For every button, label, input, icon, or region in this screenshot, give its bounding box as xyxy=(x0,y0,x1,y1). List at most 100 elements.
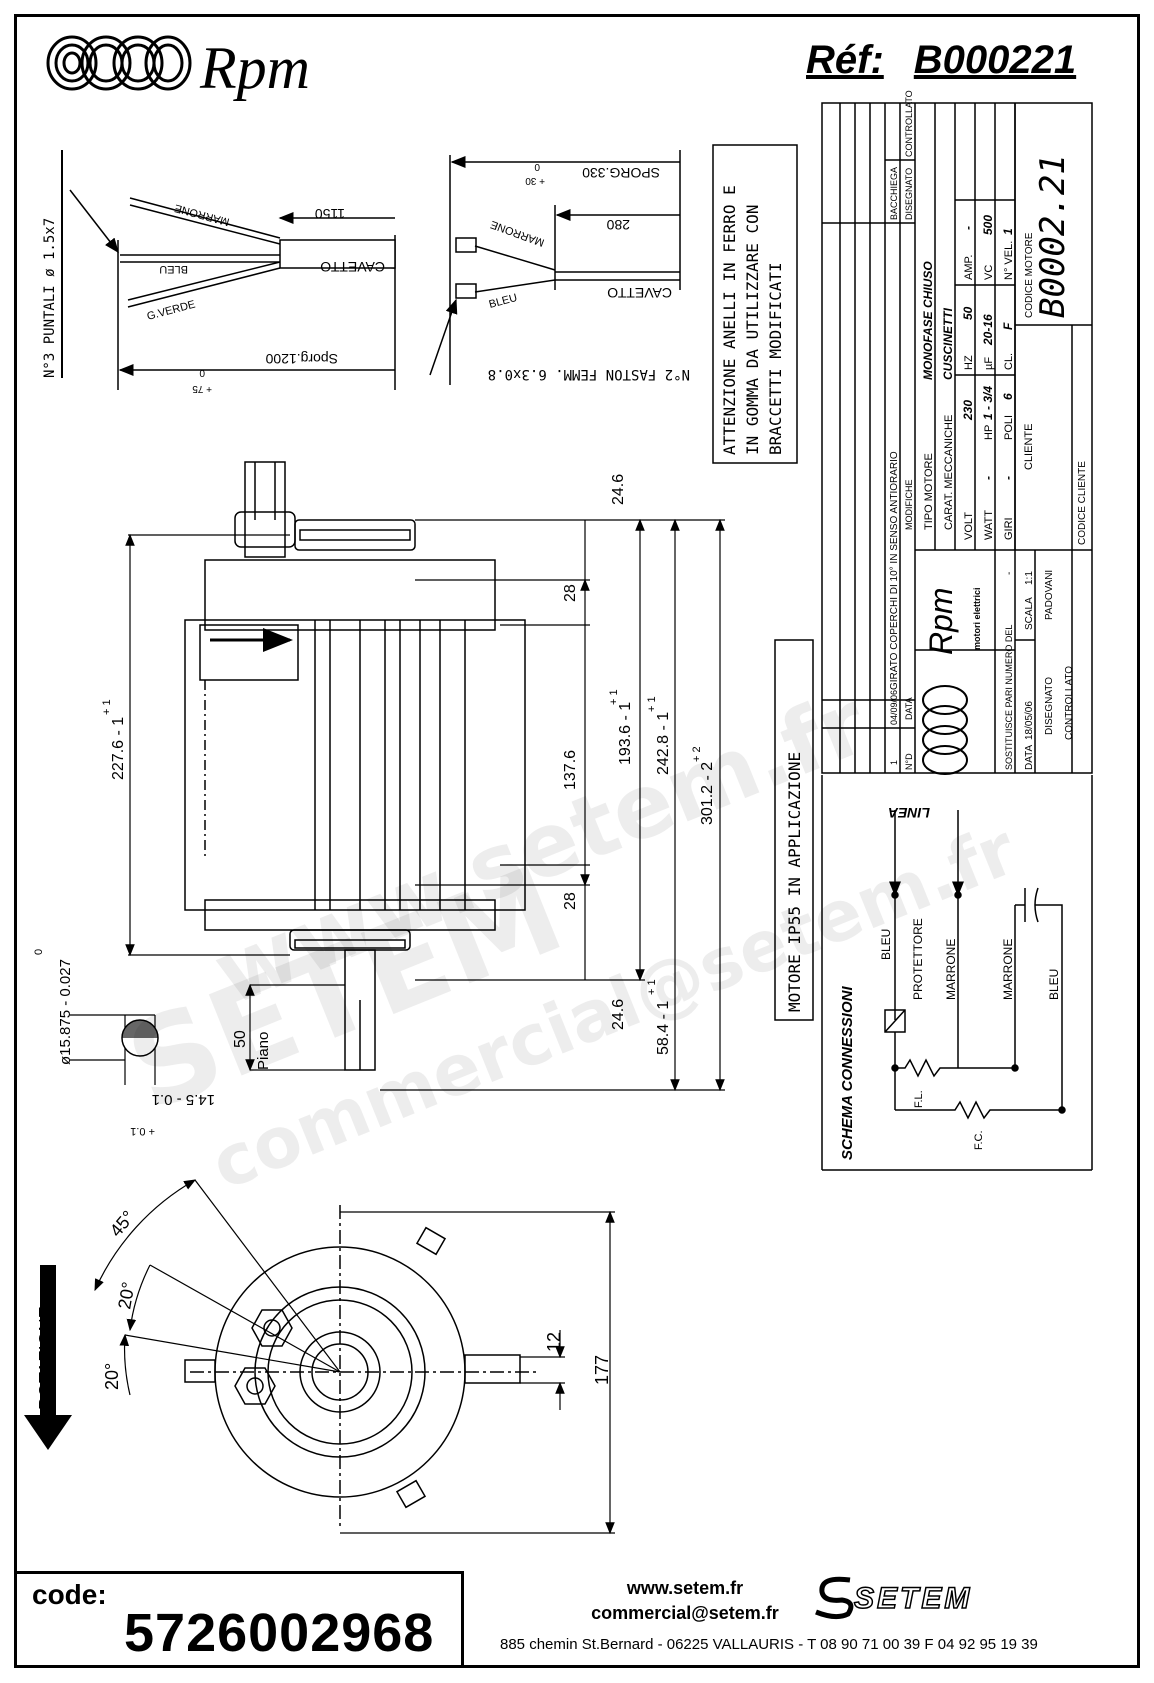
schema-protettore: PROTETTORE xyxy=(911,918,925,1000)
note-line-2: IN GOMMA DA UTILIZZARE CON xyxy=(743,205,762,455)
tb-scala-val: 1:1 xyxy=(1024,571,1035,585)
tb-nvel-val: 1 xyxy=(1001,228,1015,235)
schema-linea: LINEA xyxy=(888,805,930,821)
tb-volt-val: 230 xyxy=(961,400,975,421)
tb-carat-val: CUSCINETTI xyxy=(941,307,955,380)
left-cavetto: CAVETTO xyxy=(320,259,385,275)
schema-bleu-2: BLEU xyxy=(1047,969,1061,1000)
code-value: 5726002968 xyxy=(124,1603,435,1663)
dim-301-tol: + 2 xyxy=(691,746,703,762)
tb-controllato-label: CONTROLLATO xyxy=(1064,666,1075,740)
ref-code: B000221 xyxy=(913,38,1077,82)
dim-shaft-tol: 0 xyxy=(33,949,45,955)
tb-poli-label: POLI xyxy=(1003,415,1015,440)
cable-detail-left xyxy=(61,150,396,390)
code-box xyxy=(14,1571,464,1668)
rpm-logo-icon xyxy=(46,35,192,91)
dim-301: 301.2 - 2 xyxy=(699,762,716,825)
rotation-arrow-icon xyxy=(40,1265,56,1415)
dim-242-tol: + 1 xyxy=(646,696,658,712)
tb-rev1-n: 1 xyxy=(889,760,899,765)
tb-uf-label: µF xyxy=(983,357,995,370)
ref-label: Réf: xyxy=(806,38,884,82)
dim-137: 137.6 xyxy=(562,750,579,790)
tb-nd: N°D xyxy=(904,753,914,770)
dim-227-tol: + 1 xyxy=(101,699,113,715)
dim-flat-width: 14.5 - 0.1 xyxy=(152,1091,215,1108)
rotazione-label: ROTAZIONE xyxy=(36,1306,56,1410)
tb-hp-val: 1 - 3/4 xyxy=(981,386,995,420)
tb-company: Rpm xyxy=(923,587,959,655)
tb-poli-val: 6 xyxy=(1001,393,1015,400)
tb-data-label: DATA xyxy=(1024,744,1035,770)
schema-fc: F.C. xyxy=(973,1130,985,1150)
tb-hz-label: HZ xyxy=(963,355,975,370)
tb-tipo-val: MONOFASE CHIUSO xyxy=(921,261,935,380)
setem-logo-icon xyxy=(815,1576,854,1620)
dim-12: 12 xyxy=(544,1332,564,1352)
tb-giri-val: - xyxy=(1001,476,1015,480)
tb-disegnato-label: DISEGNATO xyxy=(1044,677,1055,735)
right-marrone: MARRONE xyxy=(489,218,546,249)
tb-amp-val: - xyxy=(961,226,975,230)
tb-company-sub: motori elettrici xyxy=(972,587,982,650)
tb-data-val: 18/05/06 xyxy=(1024,701,1035,740)
dim-28-top: 28 xyxy=(562,584,579,602)
reference: Réf: B000221 xyxy=(806,38,1076,83)
title-block xyxy=(821,102,1093,1171)
left-sporg: Sporg.1200 xyxy=(265,351,338,367)
left-sporg-tol-dn: + 75 xyxy=(192,383,212,394)
tb-rev1-desc: GIRATO COPERCHI DI 10° IN SENSO ANTIORAR… xyxy=(889,451,900,690)
tb-cl-label: CL. xyxy=(1003,353,1015,370)
brand-name: Rpm xyxy=(200,35,310,101)
tb-giri-label: GIRI xyxy=(1003,517,1015,540)
dim-piano: Piano xyxy=(255,1032,272,1070)
tb-codmot-label: CODICE MOTORE xyxy=(1024,232,1035,318)
right-cavetto: CAVETTO xyxy=(607,285,672,301)
note-box xyxy=(712,144,798,464)
dim-28-bottom: 28 xyxy=(562,892,579,910)
dim-193: 193.6 - 1 xyxy=(617,702,634,765)
dim-flat-width-tol: + 0.1 xyxy=(130,1125,155,1137)
ip-note: MOTORE IP55 IN APPLICAZIONE xyxy=(785,752,804,1012)
puntali-label: N°3 PUNTALI ø 1.5x7 xyxy=(42,218,58,378)
right-sporg-tol-up: 0 xyxy=(534,161,540,172)
dim-24-bottom: 24.6 xyxy=(610,999,627,1030)
dim-flat-50: 50 xyxy=(232,1030,249,1048)
note-line-1: ATTENZIONE ANELLI IN FERRO E xyxy=(720,185,739,455)
tb-rev1-drawn: BACCHIEGA xyxy=(889,167,899,220)
tb-amp-label: AMP. xyxy=(963,255,975,280)
angle-45: 45° xyxy=(106,1207,139,1241)
dim-shaft-diameter: ø15.875 - 0.027 xyxy=(57,959,74,1065)
ip-note-box xyxy=(774,639,814,1021)
dim-177: 177 xyxy=(592,1355,612,1385)
tb-sost-val: - xyxy=(1004,572,1015,575)
schema-marrone-2: MARRONE xyxy=(1001,939,1015,1000)
footer-email[interactable]: commercial@setem.fr xyxy=(591,1603,779,1623)
tb-cl-val: F xyxy=(1001,322,1015,330)
right-sporg: SPORG.330 xyxy=(582,165,660,181)
setem-brand: SETEM xyxy=(853,1581,973,1616)
tb-sost-label: SOSTITUISCE PARI NUMERO DEL xyxy=(1004,625,1014,770)
tb-codmot-val: B0002.21 xyxy=(1033,154,1073,318)
tb-rev1-date: 04/09/06 xyxy=(889,690,899,725)
schema-title: SCHEMA CONNESSIONI xyxy=(839,986,856,1160)
drawing-frame xyxy=(14,14,1140,1668)
tb-hz-val: 50 xyxy=(961,306,975,320)
right-bleu: BLEU xyxy=(488,292,519,311)
tb-uf-val: 20-16 xyxy=(981,314,995,346)
dim-24-top: 24.6 xyxy=(610,474,627,505)
right-len: 280 xyxy=(606,217,630,233)
left-sporg-tol-up: 0 xyxy=(199,367,205,378)
dim-58: 58.4 - 1 xyxy=(655,1001,672,1055)
tb-logo-icon xyxy=(922,685,968,775)
left-gverde: G.VERDE xyxy=(146,298,197,322)
footer-web[interactable]: www.setem.fr xyxy=(626,1578,744,1598)
dim-193-tol: + 1 xyxy=(608,689,620,705)
tb-watt-label: WATT xyxy=(983,510,995,540)
tb-volt-label: VOLT xyxy=(963,512,975,540)
motor-end-view xyxy=(184,1205,540,1530)
dim-242: 242.8 - 1 xyxy=(655,712,672,775)
tb-hp-label: HP xyxy=(983,425,995,440)
